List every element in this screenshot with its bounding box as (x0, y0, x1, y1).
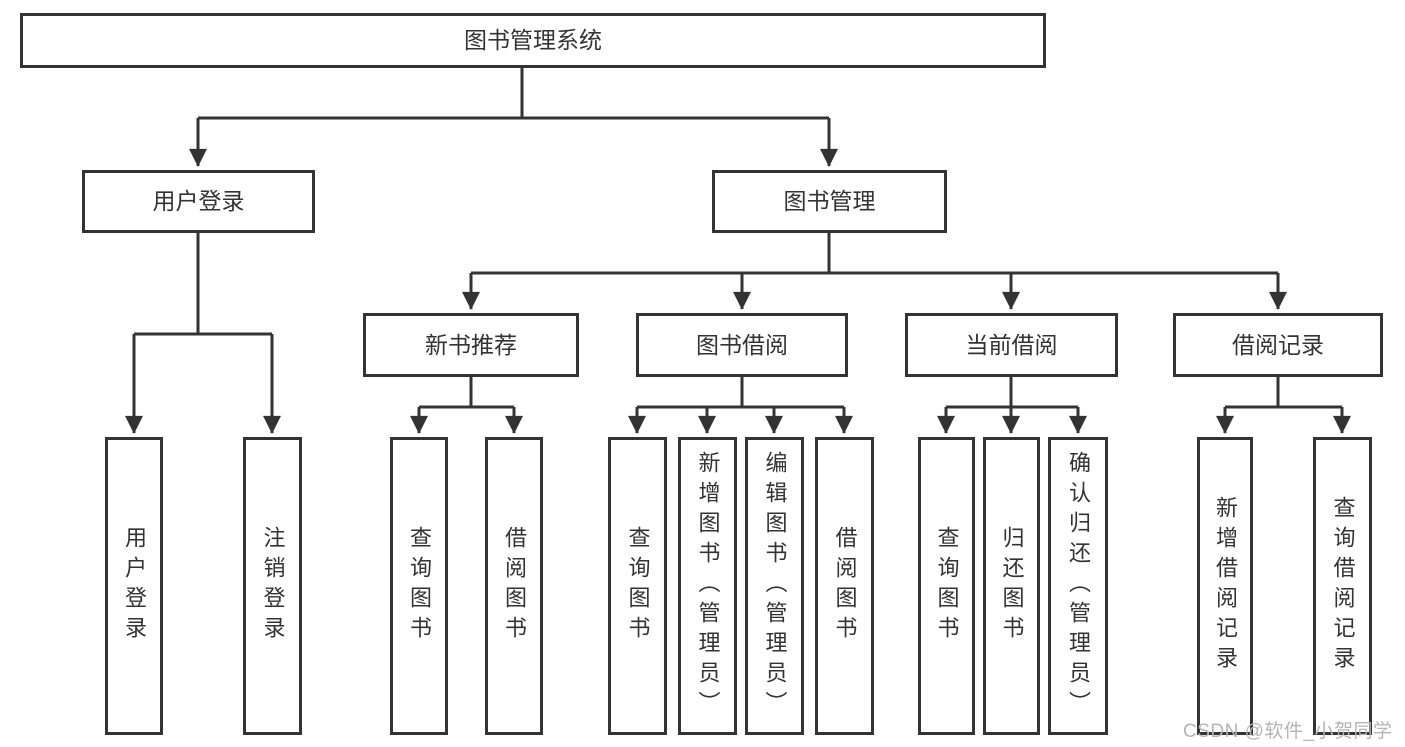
leaf-logout: 注销登录 (243, 437, 302, 735)
leaf-query-borrow-record: 查询借阅记录 (1313, 437, 1372, 735)
leaf-query-book-3: 查询图书 (918, 437, 975, 735)
leaf-edit-book-admin: 编辑图书（管理员） (745, 437, 804, 735)
leaf-add-borrow-record: 新增借阅记录 (1197, 437, 1253, 735)
leaf-add-book-admin: 新增图书（管理员） (678, 437, 737, 735)
leaf-return-book: 归还图书 (983, 437, 1040, 735)
leaf-query-book-2: 查询图书 (608, 437, 667, 735)
leaf-confirm-return-admin: 确认归还（管理员） (1048, 437, 1108, 735)
leaf-query-book-1: 查询图书 (390, 437, 448, 735)
node-user-login: 用户登录 (82, 170, 315, 233)
node-root: 图书管理系统 (20, 13, 1046, 68)
leaf-user-login: 用户登录 (105, 437, 163, 735)
leaf-borrow-book-1: 借阅图书 (485, 437, 543, 735)
csdn-watermark: CSDN @软件_小贺同学 (1183, 721, 1393, 742)
node-new-book-recommendation: 新书推荐 (363, 313, 579, 377)
node-book-borrowing: 图书借阅 (636, 313, 848, 377)
node-book-management: 图书管理 (712, 170, 947, 233)
node-current-borrowing: 当前借阅 (905, 313, 1118, 377)
leaf-borrow-book-2: 借阅图书 (815, 437, 874, 735)
node-borrowing-records: 借阅记录 (1173, 313, 1383, 377)
